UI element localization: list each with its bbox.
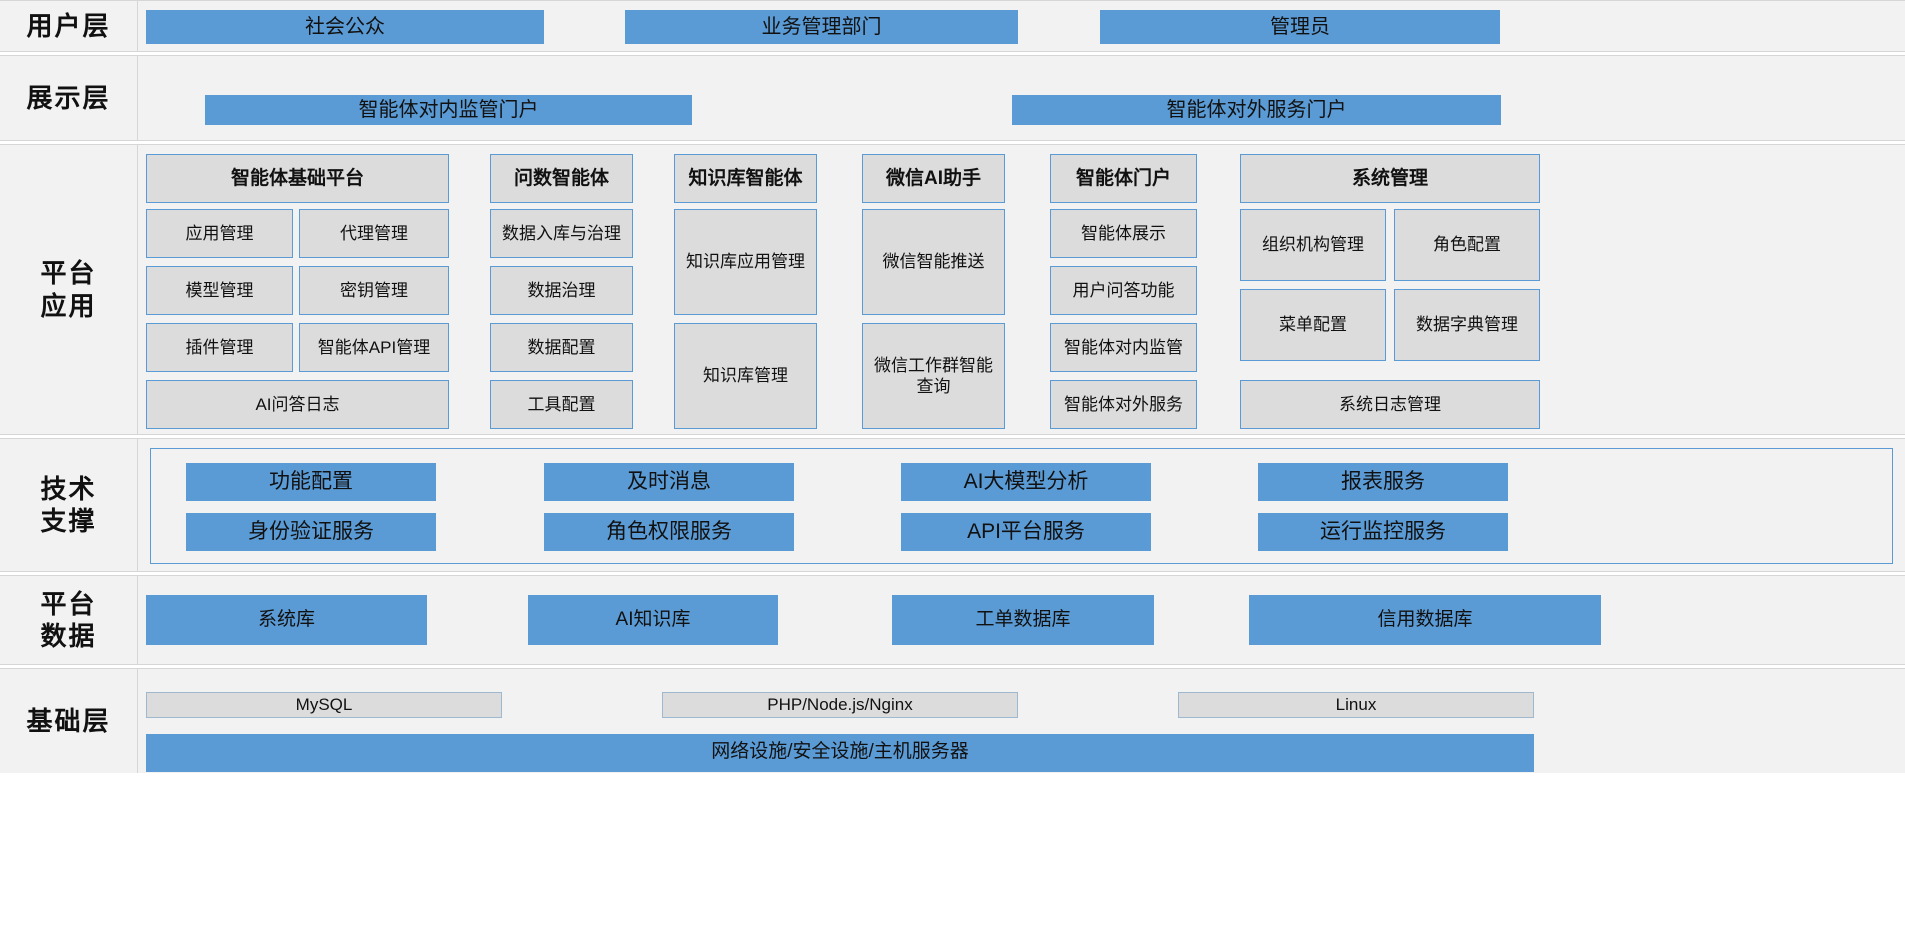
tech-item-instant-message[interactable]: 及时消息	[544, 463, 794, 501]
platform-group-header-data-agent[interactable]: 问数智能体	[490, 154, 633, 203]
presentation-box-internal-portal[interactable]: 智能体对内监管门户	[205, 95, 692, 125]
tech-item-ai-model-analysis[interactable]: AI大模型分析	[901, 463, 1151, 501]
layer-platform-data: 平台 数据 系统库 AI知识库 工单数据库 信用数据库	[0, 575, 1905, 665]
platform-item-data-dictionary-management[interactable]: 数据字典管理	[1394, 289, 1540, 361]
platform-item-agent-display[interactable]: 智能体展示	[1050, 209, 1197, 258]
tech-item-report-service[interactable]: 报表服务	[1258, 463, 1508, 501]
platform-item-model-management[interactable]: 模型管理	[146, 266, 293, 315]
layer-base-body: MySQL PHP/Node.js/Nginx Linux 网络设施/安全设施/…	[138, 669, 1905, 773]
tech-item-role-permission-service[interactable]: 角色权限服务	[544, 513, 794, 551]
platform-item-plugin-management[interactable]: 插件管理	[146, 323, 293, 372]
platform-item-agent-api-management[interactable]: 智能体API管理	[299, 323, 449, 372]
base-boxes-canvas: MySQL PHP/Node.js/Nginx Linux 网络设施/安全设施/…	[138, 669, 1905, 774]
platform-group-header-base-platform[interactable]: 智能体基础平台	[146, 154, 449, 203]
platform-item-agent-external-service[interactable]: 智能体对外服务	[1050, 380, 1197, 429]
platform-item-tool-config[interactable]: 工具配置	[490, 380, 633, 429]
platform-group-header-agent-portal[interactable]: 智能体门户	[1050, 154, 1197, 203]
layer-label-tech-line2: 支撑	[40, 506, 97, 536]
platform-item-kb-management[interactable]: 知识库管理	[674, 323, 817, 429]
platform-item-data-config[interactable]: 数据配置	[490, 323, 633, 372]
layer-label-platform-line1: 平台	[40, 258, 97, 288]
user-box-admin[interactable]: 管理员	[1100, 10, 1500, 44]
layer-base: 基础层 MySQL PHP/Node.js/Nginx Linux 网络设施/安…	[0, 668, 1905, 773]
data-box-system-db[interactable]: 系统库	[146, 595, 427, 645]
layer-user-body: 社会公众 业务管理部门 管理员	[138, 1, 1905, 51]
platform-group-header-system-management[interactable]: 系统管理	[1240, 154, 1540, 203]
layer-label-data-line2: 数据	[40, 621, 97, 651]
platform-item-menu-config[interactable]: 菜单配置	[1240, 289, 1386, 361]
platform-item-wechat-group-query[interactable]: 微信工作群智能查询	[862, 323, 1005, 429]
platform-item-ai-qa-log[interactable]: AI问答日志	[146, 380, 449, 429]
user-box-business-dept[interactable]: 业务管理部门	[625, 10, 1018, 44]
platform-item-user-qa-function[interactable]: 用户问答功能	[1050, 266, 1197, 315]
platform-item-wechat-smart-push[interactable]: 微信智能推送	[862, 209, 1005, 315]
layer-label-data: 平台 数据	[0, 576, 138, 664]
platform-item-data-governance[interactable]: 数据治理	[490, 266, 633, 315]
layer-tech-body: 功能配置 及时消息 AI大模型分析 报表服务 身份验证服务 角色权限服务 API…	[138, 439, 1905, 571]
platform-item-kb-app-management[interactable]: 知识库应用管理	[674, 209, 817, 315]
platform-group-header-wechat-ai[interactable]: 微信AI助手	[862, 154, 1005, 203]
platform-group-header-kb-agent[interactable]: 知识库智能体	[674, 154, 817, 203]
platform-item-org-management[interactable]: 组织机构管理	[1240, 209, 1386, 281]
base-item-network-security-server[interactable]: 网络设施/安全设施/主机服务器	[146, 733, 1534, 772]
layer-label-tech: 技术 支撑	[0, 439, 138, 571]
platform-item-key-management[interactable]: 密钥管理	[299, 266, 449, 315]
layer-user: 用户层 社会公众 业务管理部门 管理员	[0, 0, 1905, 52]
platform-item-data-ingest-governance[interactable]: 数据入库与治理	[490, 209, 633, 258]
data-boxes-canvas: 系统库 AI知识库 工单数据库 信用数据库	[138, 575, 1905, 665]
layer-label-user: 用户层	[0, 1, 138, 51]
tech-item-api-platform-service[interactable]: API平台服务	[901, 513, 1151, 551]
tech-item-auth-service[interactable]: 身份验证服务	[186, 513, 436, 551]
user-box-public[interactable]: 社会公众	[146, 10, 544, 44]
layer-label-data-line1: 平台	[40, 588, 97, 619]
base-item-mysql[interactable]: MySQL	[146, 691, 502, 718]
base-item-linux[interactable]: Linux	[1178, 691, 1534, 718]
platform-item-system-log-management[interactable]: 系统日志管理	[1240, 380, 1540, 429]
layer-platform-body: 智能体基础平台 应用管理 代理管理 模型管理 密钥管理 插件管理 智能体API管…	[138, 145, 1905, 434]
layer-label-presentation: 展示层	[0, 56, 138, 140]
layer-presentation: 展示层 智能体对内监管门户 智能体对外服务门户	[0, 55, 1905, 141]
layer-label-tech-line1: 技术	[40, 473, 97, 504]
data-box-ai-knowledge-db[interactable]: AI知识库	[528, 595, 778, 645]
platform-item-agent-internal-supervision[interactable]: 智能体对内监管	[1050, 323, 1197, 372]
layer-tech-support: 技术 支撑 功能配置 及时消息 AI大模型分析 报表服务 身份验证服务 角色权限…	[0, 438, 1905, 572]
layer-data-body: 系统库 AI知识库 工单数据库 信用数据库	[138, 576, 1905, 664]
presentation-box-external-portal[interactable]: 智能体对外服务门户	[1012, 95, 1501, 125]
data-box-ticket-db[interactable]: 工单数据库	[892, 595, 1154, 645]
tech-item-runtime-monitor-service[interactable]: 运行监控服务	[1258, 513, 1508, 551]
tech-item-function-config[interactable]: 功能配置	[186, 463, 436, 501]
layer-platform-application: 平台 应用 智能体基础平台 应用管理 代理管理 模型管理 密钥管理 插件管理 智…	[0, 144, 1905, 435]
platform-item-role-config[interactable]: 角色配置	[1394, 209, 1540, 281]
layer-label-platform-line2: 应用	[40, 290, 97, 321]
layer-presentation-body: 智能体对内监管门户 智能体对外服务门户	[138, 56, 1905, 140]
tech-support-frame: 功能配置 及时消息 AI大模型分析 报表服务 身份验证服务 角色权限服务 API…	[150, 448, 1893, 564]
data-box-credit-db[interactable]: 信用数据库	[1249, 595, 1601, 645]
layer-label-base: 基础层	[0, 669, 138, 773]
platform-groups-canvas: 智能体基础平台 应用管理 代理管理 模型管理 密钥管理 插件管理 智能体API管…	[138, 145, 1905, 436]
layer-label-platform: 平台 应用	[0, 145, 138, 434]
platform-item-app-management[interactable]: 应用管理	[146, 209, 293, 258]
base-item-php-node-nginx[interactable]: PHP/Node.js/Nginx	[662, 691, 1018, 718]
platform-item-agent-management[interactable]: 代理管理	[299, 209, 449, 258]
